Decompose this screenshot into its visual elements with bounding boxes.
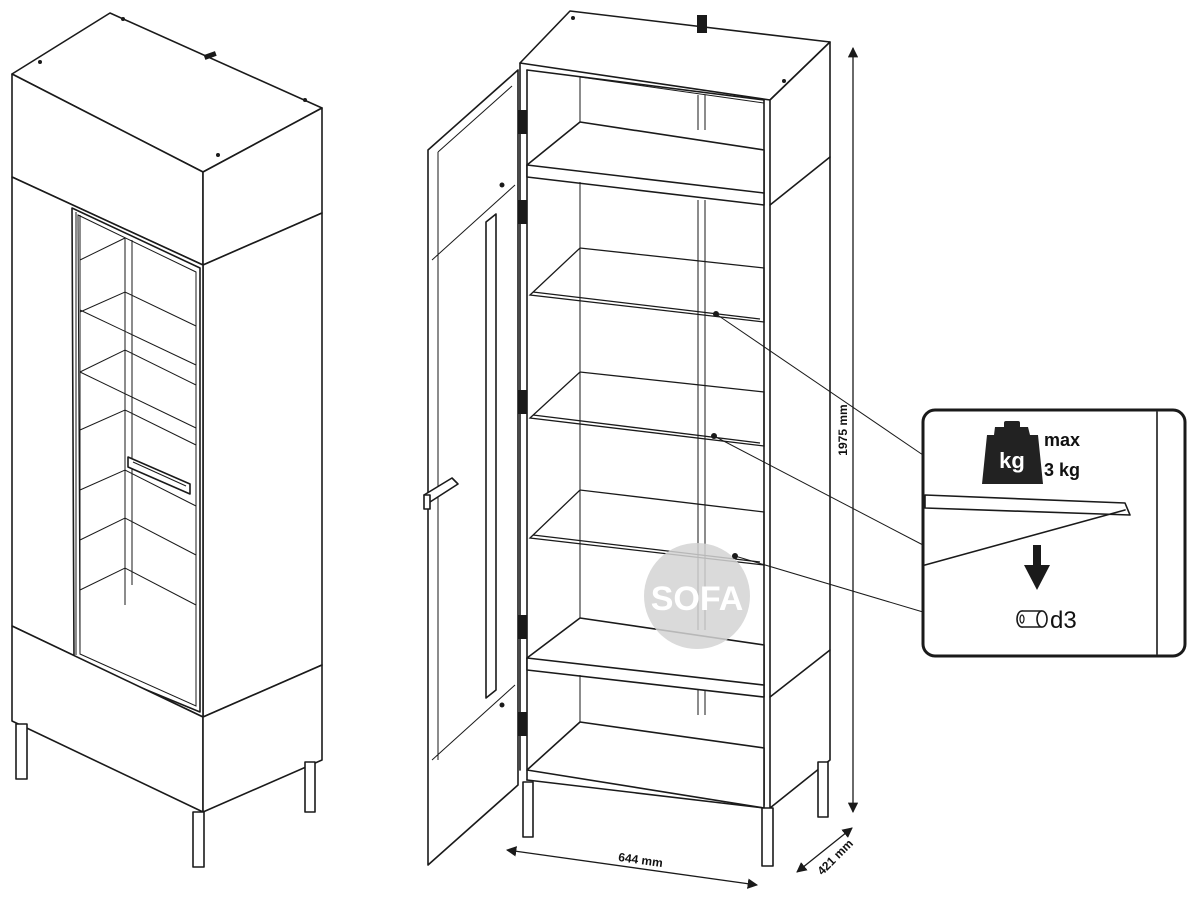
closed-cabinet-view [11, 12, 323, 868]
weight-icon: kg [982, 421, 1043, 484]
width-dimension: 644 mm [505, 846, 759, 889]
depth-dimension: 421 mm [796, 827, 856, 878]
pin-size-label: d3 [1050, 607, 1077, 634]
max-label: max [1044, 430, 1080, 450]
shelf-pin-icon [1016, 610, 1048, 628]
watermark-logo: SOFA [644, 543, 750, 649]
width-label: 644 mm [617, 850, 663, 870]
open-cabinet-view [423, 10, 831, 867]
weight-icon-label: kg [999, 448, 1025, 473]
shelf-load-callout: kg max 3 kg d3 [921, 408, 1187, 658]
callout-leaders [711, 311, 924, 613]
down-arrow-icon [1024, 545, 1050, 590]
height-dimension: 1975 mm [836, 46, 859, 814]
max-load-value: 3 kg [1044, 460, 1080, 480]
watermark-text: SOFA [651, 580, 744, 618]
height-label: 1975 mm [836, 404, 850, 455]
depth-label: 421 mm [814, 836, 856, 878]
